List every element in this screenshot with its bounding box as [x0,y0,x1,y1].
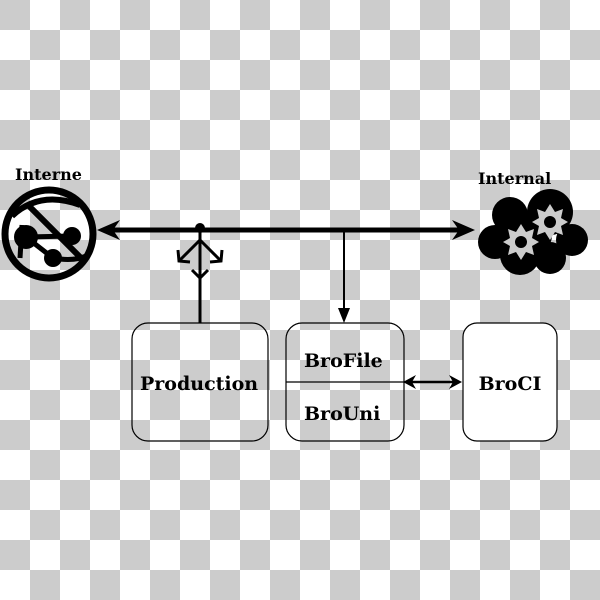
cloud-gears-icon [478,189,588,275]
internal-label: Internal [478,169,551,188]
broci-label: BroCI [479,373,542,395]
production-node[interactable]: Production [131,322,269,442]
arrowhead-down-icon [338,308,350,323]
brofile-label: BroFile [304,350,383,372]
internet-internal-connector [97,220,475,240]
arrowhead-left-icon [97,220,120,240]
internal-node[interactable]: Internal [478,169,588,275]
internet-node[interactable]: Interne [1,165,97,282]
internet-label: Interne [15,165,82,184]
junction-dot-icon [195,223,205,233]
brouni-label: BroUni [304,403,380,425]
globe-network-icon [1,186,97,282]
brofile-broci-connector [403,375,462,389]
production-label: Production [140,373,258,395]
broci-node[interactable]: BroCI [462,322,558,442]
arrowhead-right-icon [452,220,475,240]
brofile-branch-connector [338,230,350,323]
brofile-brouni-node[interactable]: BroFile BroUni [285,322,405,442]
production-branch-connector [176,223,224,323]
